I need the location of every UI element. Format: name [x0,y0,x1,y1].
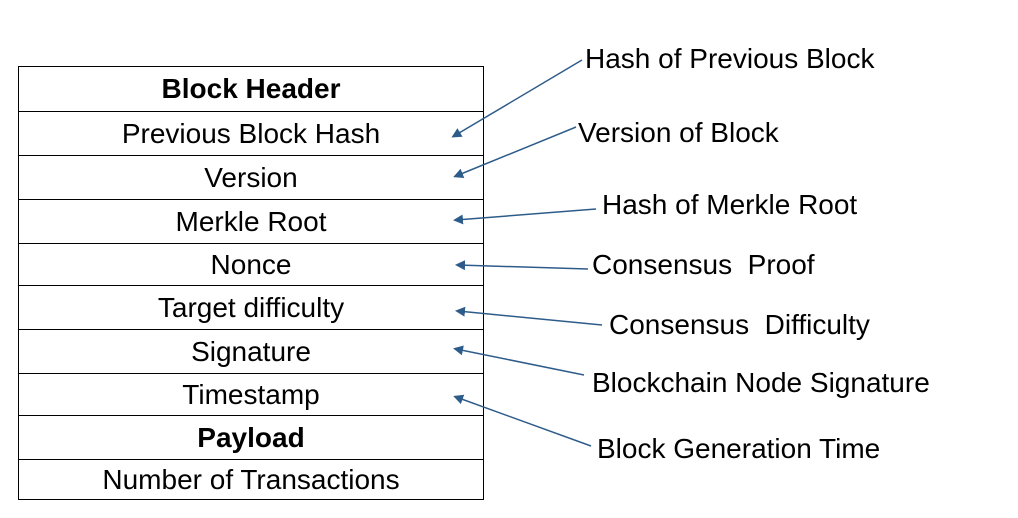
row-label: Version [204,161,298,193]
row-label: Block Header [161,73,341,104]
row-label: Signature [191,335,311,367]
block-row-block-header: Block Header [19,67,483,111]
block-row-version: Version [19,155,483,199]
arrow-target-difficulty [455,306,603,326]
arrow-previous-block-hash [451,59,583,138]
row-label: Timestamp [182,378,320,410]
arrow-nonce [455,260,589,271]
annotation-consensus-difficulty: Consensus Difficulty [609,309,870,340]
block-row-previous-block-hash: Previous Block Hash [19,111,483,155]
annotation-version-of-block: Version of Block [578,117,779,148]
arrow-version [453,126,577,178]
annotation-blockchain-node-signature: Blockchain Node Signature [592,367,930,398]
block-row-target-difficulty: Target difficulty [19,285,483,329]
row-label: Payload [197,421,305,453]
arrow-merkle-root [453,208,597,225]
row-label: Merkle Root [175,205,327,237]
block-row-nonce: Nonce [19,243,483,285]
row-label: Previous Block Hash [121,117,381,149]
block-row-merkle-root: Merkle Root [19,199,483,243]
annotation-consensus-proof: Consensus Proof [592,249,815,280]
block-table: Block Header Previous Block Hash Version… [18,66,484,500]
row-label: Nonce [210,248,292,280]
annotation-block-generation-time: Block Generation Time [597,433,881,464]
block-row-payload: Payload [19,415,483,459]
block-row-timestamp: Timestamp [19,373,483,415]
row-label: Target difficulty [157,291,345,323]
annotation-hash-of-previous-block: Hash of Previous Block [585,43,875,74]
row-label: Number of Transactions [102,463,400,495]
block-row-signature: Signature [19,329,483,373]
arrow-signature [453,345,585,376]
annotation-hash-of-merkle-root: Hash of Merkle Root [602,189,858,220]
block-row-number-of-transactions: Number of Transactions [19,459,483,499]
arrow-timestamp [453,394,592,447]
